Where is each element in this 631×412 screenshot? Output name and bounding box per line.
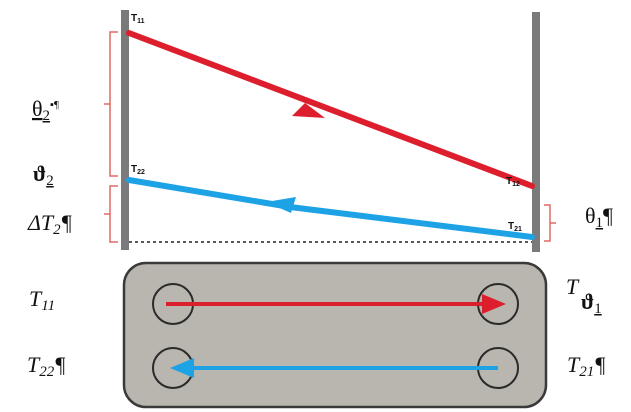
delta-t2-label: ΔT2¶	[27, 210, 72, 238]
vartheta2-label: ϑ2	[33, 161, 54, 189]
t22-label: T22¶	[27, 352, 66, 380]
hot-channel-arrowhead	[482, 294, 506, 314]
cold-channel-arrowhead	[170, 358, 194, 378]
right-brace	[544, 204, 556, 242]
t22-small-label: T22	[131, 164, 145, 176]
t11-label: T11	[29, 286, 55, 314]
exchanger-plate	[122, 261, 548, 409]
cold-flow-arrowhead	[266, 197, 296, 213]
right-wall	[532, 12, 540, 252]
hot-stream-line	[126, 30, 535, 189]
t21-small-label: T21	[508, 221, 522, 233]
t-partial-label: T	[566, 274, 580, 299]
theta1-label: θ1¶	[585, 203, 613, 231]
left-wall	[121, 10, 129, 250]
t11-small-label: T11	[131, 13, 145, 25]
left-brace-upper	[104, 31, 118, 177]
t21-label: T21¶	[567, 352, 606, 380]
hot-flow-arrowhead	[292, 103, 325, 118]
vartheta1-label: ϑ1	[581, 289, 602, 317]
left-brace-lower	[104, 185, 118, 243]
theta2-label: θ2▪¶	[32, 96, 59, 124]
cold-stream-line	[126, 177, 535, 240]
t12-small-label: T12	[506, 176, 520, 188]
